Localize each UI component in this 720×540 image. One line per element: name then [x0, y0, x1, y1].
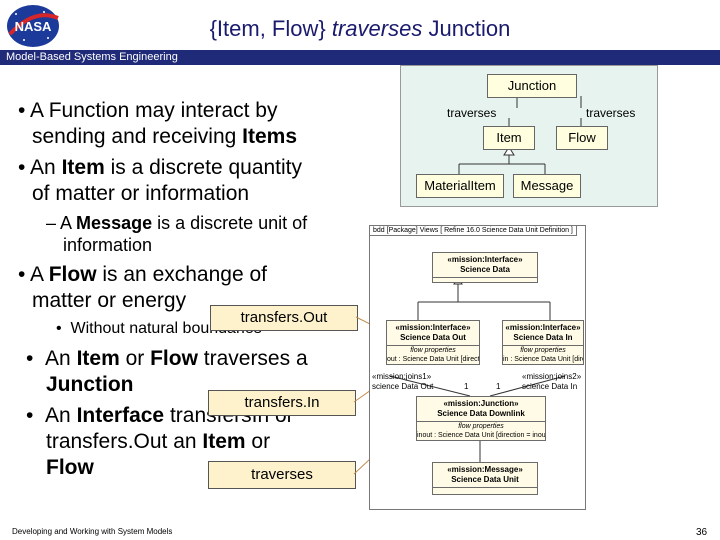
- item-block: Item: [483, 126, 535, 150]
- material-item-block: MaterialItem: [416, 174, 504, 198]
- traverses-label-left: traverses: [447, 106, 497, 120]
- bullet-3-cont: matter or energy: [32, 289, 187, 312]
- bullet-4-cont: Junction: [46, 373, 134, 396]
- sub-bullet-1-cont: information: [63, 235, 153, 255]
- science-data-out-class: «mission:Interface»Science Data Out flow…: [386, 320, 480, 365]
- bullet-5-cont: transfers.Out an Item or: [46, 430, 271, 453]
- footer-text: Developing and Working with System Model…: [12, 527, 173, 536]
- banner-text: Model-Based Systems Engineering: [6, 51, 178, 63]
- sub-bullet-1: – A Message is a discrete unit of: [46, 213, 308, 233]
- science-data-downlink-class: «mission:Junction»Science Data Downlink …: [416, 396, 546, 441]
- header-banner: Model-Based Systems Engineering: [0, 50, 720, 65]
- joins1-multiplicity: 1: [464, 382, 469, 391]
- bullet-3: • A Flow is an exchange of: [18, 263, 267, 286]
- science-data-in-class: «mission:Interface»Science Data In flow …: [502, 320, 584, 365]
- transfers-out-box: transfers.Out: [210, 305, 358, 331]
- science-data-bdd: bdd [Package] Views [ Refine 16.0 Scienc…: [369, 225, 586, 510]
- traverses-box: traverses: [208, 461, 356, 489]
- joins2-multiplicity: 1: [496, 382, 501, 391]
- joins1-role: science Data Out: [372, 382, 434, 391]
- page-number: 36: [696, 527, 708, 538]
- joins2-role: science Data In: [522, 382, 578, 391]
- flow-block: Flow: [556, 126, 608, 150]
- traverses-label-right: traverses: [586, 106, 636, 120]
- joins2-stereotype: «mission:joins2»: [522, 372, 582, 381]
- svg-text:NASA: NASA: [15, 19, 52, 34]
- message-block: Message: [513, 174, 581, 198]
- page-title: {Item, Flow} traverses Junction: [209, 16, 511, 41]
- bullet-2: • An Item is a discrete quantity: [18, 156, 303, 179]
- bullet-1: • A Function may interact by: [18, 99, 278, 122]
- junction-block: Junction: [487, 74, 577, 98]
- bullet-4: • An Item or Flow traverses a: [26, 347, 308, 370]
- diagram-frame-label: bdd [Package] Views [ Refine 16.0 Scienc…: [370, 226, 577, 236]
- junction-taxonomy-diagram: Junction traverses traverses Item Flow M…: [400, 65, 658, 207]
- science-data-class: «mission:Interface»Science Data: [432, 252, 538, 283]
- nasa-logo: NASA: [7, 5, 59, 47]
- bullet-2-cont: of matter or information: [32, 182, 250, 205]
- bullet-1-cont: sending and receiving Items: [32, 125, 298, 148]
- science-data-unit-class: «mission:Message»Science Data Unit: [432, 462, 538, 495]
- bullet-5-cont2: Flow: [46, 456, 94, 479]
- joins1-stereotype: «mission:joins1»: [372, 372, 432, 381]
- transfers-in-box: transfers.In: [208, 390, 356, 416]
